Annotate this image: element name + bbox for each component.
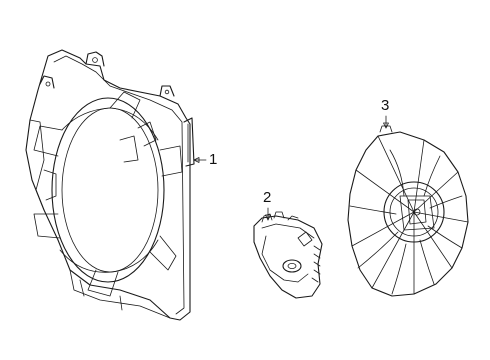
callout-2-label: 2 <box>263 189 272 206</box>
fan-motor-icon <box>253 211 323 299</box>
fan-blade-icon <box>347 125 469 297</box>
callout-1-label: 1 <box>209 151 218 168</box>
callout-3-label: 3 <box>381 97 390 114</box>
fan-shroud-icon <box>25 49 195 321</box>
